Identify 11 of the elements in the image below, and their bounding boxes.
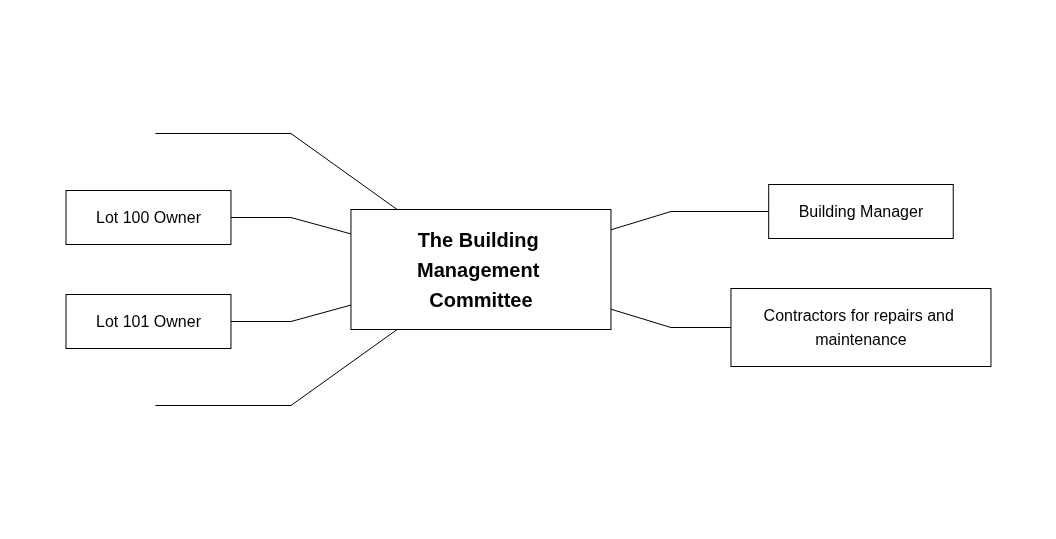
node-box: Contractors for repairs and maintenance xyxy=(729,288,991,367)
connector xyxy=(609,308,731,328)
connector xyxy=(229,217,351,235)
node-box: Building Manager xyxy=(767,184,954,239)
node-box: The Building Management Committee xyxy=(349,209,611,330)
connector xyxy=(609,211,769,231)
connector xyxy=(229,304,351,322)
connector xyxy=(154,133,398,210)
connector xyxy=(154,329,398,406)
node-box: Lot 100 Owner xyxy=(65,190,231,245)
node-box: Lot 101 Owner xyxy=(65,294,231,349)
